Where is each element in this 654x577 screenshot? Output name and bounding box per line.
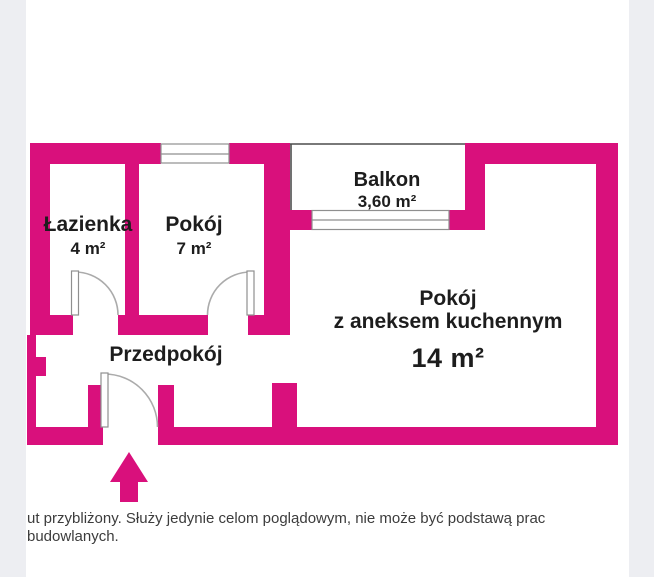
walls <box>27 143 618 445</box>
room-label-pokoj-z-aneksem: Pokój z aneksem kuchennym 14 m² <box>333 287 563 374</box>
page-side-strip-right <box>629 0 654 577</box>
pokoj-door <box>206 270 255 316</box>
disclaimer-text: ut przybliżony. Służy jedynie celom pogl… <box>27 510 546 545</box>
room-area: 14 m² <box>411 343 485 374</box>
room-label-pokoj: Pokój 7 m² <box>165 213 223 258</box>
windows <box>160 143 450 231</box>
room-label-balkon: Balkon 3,60 m² <box>353 169 421 211</box>
room-label-lazienka: Łazienka 4 m² <box>43 213 133 258</box>
page-side-strip-left <box>0 0 26 577</box>
entrance-door <box>100 372 159 428</box>
room-area: 4 m² <box>70 238 106 258</box>
entrance-arrow-icon <box>110 452 148 502</box>
room-name: Balkon <box>353 169 421 191</box>
room-name: Pokój <box>165 213 223 236</box>
room-area: 3,60 m² <box>357 191 417 211</box>
room-area: 7 m² <box>176 238 212 258</box>
room-name-line2: z aneksem kuchennym <box>333 309 563 333</box>
room-label-przedpokoj: Przedpokój <box>109 343 223 367</box>
balcony-outline <box>289 143 466 210</box>
balcony-door-window <box>311 209 450 231</box>
room-name: Pokój <box>419 287 477 310</box>
pokoj-window <box>160 143 230 164</box>
room-name: Przedpokój <box>109 343 223 366</box>
room-name: Łazienka <box>43 213 133 236</box>
lazienka-door <box>70 270 119 316</box>
doors <box>70 270 255 428</box>
